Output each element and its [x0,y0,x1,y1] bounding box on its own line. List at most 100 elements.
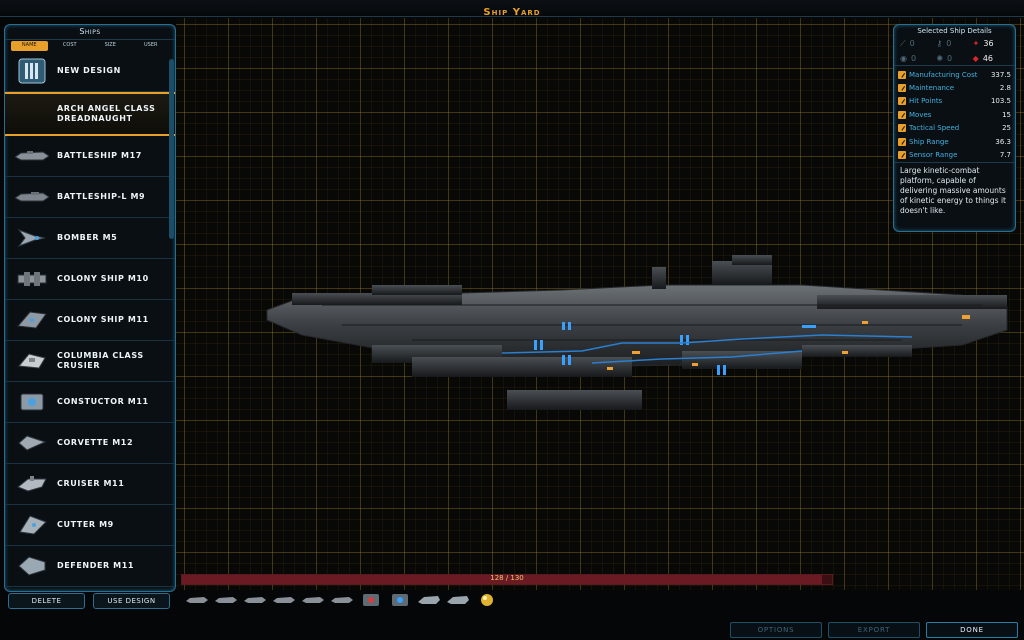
list-item[interactable]: Corvette M12 [5,423,175,464]
list-item[interactable]: Cruiser M11 [5,464,175,505]
capacity-bar: 128 / 130 [181,574,833,585]
cruiser-icon [15,471,49,497]
done-button[interactable]: Done [926,622,1018,638]
missile-weapon-icon: ⚷ [936,39,943,49]
capacity-fill [182,575,822,584]
kinetic-weapon-icon: ✦ [972,39,980,49]
capacity-text: 128 / 130 [490,574,524,582]
hull-icon[interactable] [418,592,440,608]
ship-name: Cruiser M11 [57,479,125,488]
ship-name: New Design [57,66,121,75]
ship-name: Constuctor M11 [57,397,149,406]
list-item[interactable]: Battleship M17 [5,136,175,177]
wrench-icon [898,97,906,106]
list-item[interactable]: Colony Ship M10 [5,259,175,300]
ship-name: Defender M11 [57,561,135,570]
ship-name: Battleship-L M9 [57,192,146,201]
colony-ship-icon [15,307,49,333]
ship-blueprint[interactable] [262,255,1012,419]
point-defense-icon: ✺ [936,54,944,64]
export-button[interactable]: Export [828,622,920,638]
sort-tabs: name cost size user [5,40,175,51]
ship-name: Colony Ship M10 [57,274,149,283]
list-item[interactable]: Cutter M9 [5,505,175,546]
point-defense-stat: ✺0 [936,54,953,64]
hull-icon[interactable] [186,592,208,608]
wrench-icon [898,124,906,133]
list-item[interactable]: New Design [5,51,175,92]
sort-by-size[interactable]: size [104,42,116,48]
cost-icon [898,70,906,79]
module-icon[interactable] [360,592,382,608]
ship-list-title: Ships [5,25,175,40]
use-design-button[interactable]: Use Design [93,593,170,609]
battleship-icon [15,184,49,210]
list-item[interactable]: Defender M11 [5,546,175,587]
wrench-icon [898,137,906,146]
list-item-selected[interactable]: Arch Angel class Dreadnaught [5,92,175,136]
list-item[interactable]: Battleship-L M9 [5,177,175,218]
beam-weapon-icon: ⟋ [900,38,906,48]
wrench-icon [898,110,906,119]
defender-icon [15,553,49,579]
sort-by-name[interactable]: name [11,41,48,51]
hull-icon[interactable] [244,592,266,608]
sort-by-cost[interactable]: cost [62,42,77,48]
list-item[interactable]: Colony Ship M11 [5,300,175,341]
hull-icon[interactable] [302,592,324,608]
cruiser-icon [15,348,49,374]
hull-icon[interactable] [447,592,469,608]
missile-stat: ⚷0 [936,39,952,49]
hull-icon[interactable] [331,592,353,608]
ship-list-panel: Ships name cost size user New Design Arc… [4,24,176,592]
armor-icon: ◆ [972,54,979,64]
globe-icon[interactable] [476,592,498,608]
shield-icon: ◉ [900,54,907,64]
ship-name: Corvette M12 [57,438,134,447]
footer-buttons: Options Export Done [730,622,1018,638]
delete-button[interactable]: Delete [8,593,85,609]
ship-name: Colony Ship M11 [57,315,149,324]
new-design-icon [15,58,49,84]
ship-description: Large kinetic-combat platform, capable o… [894,161,1015,219]
title-bar: Ship Yard [0,0,1024,18]
wrench-icon [898,151,906,160]
ship-name: Bomber M5 [57,233,118,242]
selected-ship-details: Selected Ship Details ⟋0 ⚷0 ✦36 ◉0 ✺0 ◆4… [893,24,1016,232]
ship-name: Columbia class Crusier [57,351,144,370]
hull-icon[interactable] [273,592,295,608]
battleship-icon [15,143,49,169]
module-icon[interactable] [389,592,411,608]
cutter-icon [15,512,49,538]
list-item[interactable]: Columbia class Crusier [5,341,175,382]
kinetic-stat: ✦36 [972,39,994,49]
options-button[interactable]: Options [730,622,822,638]
ship-name: Cutter M9 [57,520,114,529]
hull-icon[interactable] [215,592,237,608]
ship-list-scrollbar[interactable] [169,59,174,239]
shield-stat: ◉0 [900,54,917,64]
component-strip [186,592,498,608]
beam-stat: ⟋0 [900,38,915,49]
ship-name: Battleship M17 [57,151,142,160]
colony-ship-icon [15,266,49,292]
bomber-icon [15,225,49,251]
ship-list-actions: Delete Use Design [4,593,174,609]
list-item[interactable]: Constuctor M11 [5,382,175,423]
details-title: Selected Ship Details [917,27,992,35]
sort-by-user[interactable]: user [144,42,158,48]
combat-stats: ⟋0 ⚷0 ✦36 ◉0 ✺0 ◆46 [894,37,1015,65]
window-title: Ship Yard [483,7,541,18]
list-item[interactable]: Bomber M5 [5,218,175,259]
corvette-icon [15,430,49,456]
ship-name: Arch Angel class Dreadnaught [57,104,156,123]
constructor-icon [15,389,49,415]
